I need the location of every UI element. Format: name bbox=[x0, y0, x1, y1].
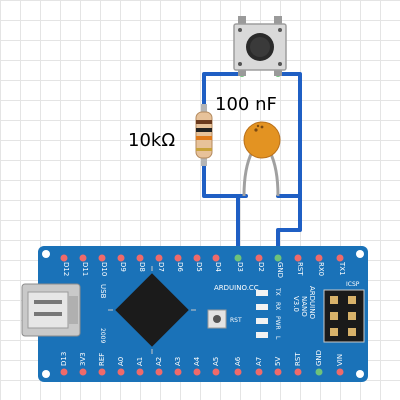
bottom-header bbox=[60, 368, 344, 376]
push-button[interactable] bbox=[233, 16, 287, 76]
microcontroller-chip bbox=[108, 266, 196, 354]
bottom-pin-label: A0 bbox=[117, 357, 125, 366]
top-pin-label: D10 bbox=[100, 262, 108, 276]
bottom-pin-label: A3 bbox=[174, 357, 182, 366]
bottom-pin-label: REF bbox=[98, 353, 106, 366]
top-pin-label: TX1 bbox=[338, 261, 346, 276]
bottom-pin-label: 5V bbox=[274, 357, 282, 366]
board-name-line2: NANO bbox=[300, 296, 308, 317]
bottom-pin-label: RST bbox=[294, 352, 302, 366]
capacitor bbox=[242, 121, 281, 197]
wire-button-right-to-gnd bbox=[274, 72, 302, 260]
wire-button-left-to-resistor bbox=[202, 72, 244, 112]
top-pin-label: D8 bbox=[138, 262, 146, 272]
year-label: 2009 bbox=[99, 328, 106, 343]
board-name-line1: ARDUINO bbox=[308, 286, 316, 319]
top-pin-label: D2 bbox=[257, 262, 265, 272]
usb-label: USB bbox=[99, 284, 107, 299]
top-pin-label: D11 bbox=[81, 262, 89, 276]
pin-gnd[interactable] bbox=[274, 254, 282, 262]
led-label-tx: TX bbox=[274, 287, 281, 296]
top-pin-label: D9 bbox=[119, 262, 127, 272]
bottom-pin-label: GND bbox=[315, 350, 323, 366]
top-pin-label: D5 bbox=[195, 262, 203, 272]
resistor-band-gold bbox=[196, 148, 212, 151]
capacitor-label: 100 nF bbox=[215, 94, 277, 115]
bottom-pin-label: A2 bbox=[155, 357, 163, 366]
top-pin-label: D7 bbox=[157, 262, 165, 272]
wire-resistor-to-d3 bbox=[202, 160, 240, 260]
led-label-l: L bbox=[274, 336, 281, 340]
icsp-header bbox=[323, 289, 365, 343]
board-pcb bbox=[38, 246, 368, 382]
board-version: V3.0 bbox=[292, 296, 300, 312]
icsp-label: ICSP bbox=[346, 281, 360, 288]
top-pin-labels: D12 D11 D10 D9 D8 D7 D6 D5 D4 D3 D2 GND … bbox=[62, 261, 346, 278]
led-label-rx: RX bbox=[274, 302, 281, 310]
bottom-pin-label: A4 bbox=[193, 356, 201, 366]
top-header bbox=[60, 254, 344, 262]
bottom-pin-label: 3V3 bbox=[79, 352, 87, 366]
wires bbox=[202, 72, 302, 260]
bottom-pin-labels: D13 3V3 REF A0 A1 A2 A3 A4 A5 A6 A7 5V R… bbox=[60, 350, 344, 366]
resistor-label: 10kΩ bbox=[128, 130, 175, 151]
top-pin-label: D4 bbox=[214, 262, 222, 272]
top-pin-label: RX0 bbox=[317, 262, 325, 276]
bottom-pin-label: A7 bbox=[255, 357, 263, 366]
pin-d3[interactable] bbox=[234, 254, 242, 262]
bottom-pin-label: A6 bbox=[234, 356, 242, 366]
reset-button[interactable] bbox=[207, 309, 227, 329]
reset-label: RST bbox=[230, 317, 242, 324]
bottom-pin-label: VIN bbox=[336, 354, 344, 366]
status-leds bbox=[256, 290, 268, 338]
top-pin-label: D12 bbox=[62, 262, 70, 276]
usb-connector bbox=[21, 283, 81, 337]
resistor bbox=[195, 104, 213, 166]
top-pin-label: D3 bbox=[236, 262, 244, 272]
resistor-band-brown bbox=[196, 120, 212, 124]
brand-label: ARDUINO.CC bbox=[214, 284, 259, 292]
top-pin-label: RST bbox=[296, 262, 304, 276]
resistor-band-black bbox=[196, 128, 212, 132]
bottom-pin-label: D13 bbox=[60, 352, 68, 366]
top-pin-label: GND bbox=[276, 262, 284, 278]
arduino-nano: D12 D11 D10 D9 D8 D7 D6 D5 D4 D3 D2 GND … bbox=[21, 246, 368, 382]
top-pin-label: D6 bbox=[176, 262, 184, 272]
bottom-pin-label: A5 bbox=[212, 357, 220, 366]
resistor-band-orange bbox=[196, 136, 212, 140]
led-label-pwr: PWR bbox=[274, 316, 281, 330]
bottom-pin-label: A1 bbox=[136, 357, 144, 366]
